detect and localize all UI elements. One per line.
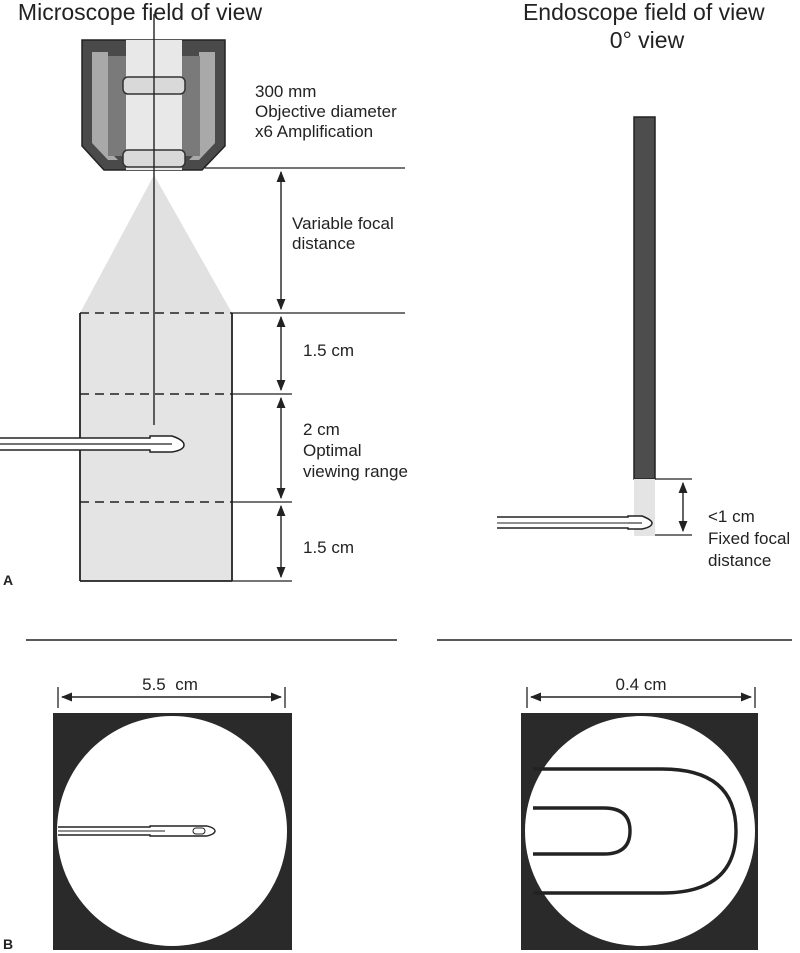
microscope-instrument xyxy=(0,435,185,453)
panel-a-label: A xyxy=(3,572,13,588)
microscope-view xyxy=(53,713,292,950)
focal-distance-label: Variable focal distance xyxy=(292,214,398,253)
endoscope-title: Endoscope field of view 0° view xyxy=(523,0,771,53)
endoscope-instrument xyxy=(497,515,653,530)
microscope-title: Microscope field of view xyxy=(18,0,263,25)
top-range-label: 1.5 cm xyxy=(303,341,354,360)
panel-b-label: B xyxy=(3,936,13,952)
bottom-range-label: 1.5 cm xyxy=(303,538,354,557)
fixed-focal-label: <1 cm Fixed focal distance xyxy=(708,507,795,570)
instrument-outer-contour xyxy=(533,767,738,895)
endoscope-view xyxy=(521,713,758,950)
microscope-width-label: 5.5 cm xyxy=(142,675,198,694)
endoscope-shaft xyxy=(633,116,656,480)
instrument-inner-contour xyxy=(533,806,632,856)
light-cone xyxy=(80,175,232,313)
endoscope-width-label: 0.4 cm xyxy=(615,675,666,694)
objective-spec-label: 300 mm Objective diameter x6 Amplificati… xyxy=(255,82,401,141)
optimal-range-label: 2 cm Optimal viewing range xyxy=(303,420,408,481)
